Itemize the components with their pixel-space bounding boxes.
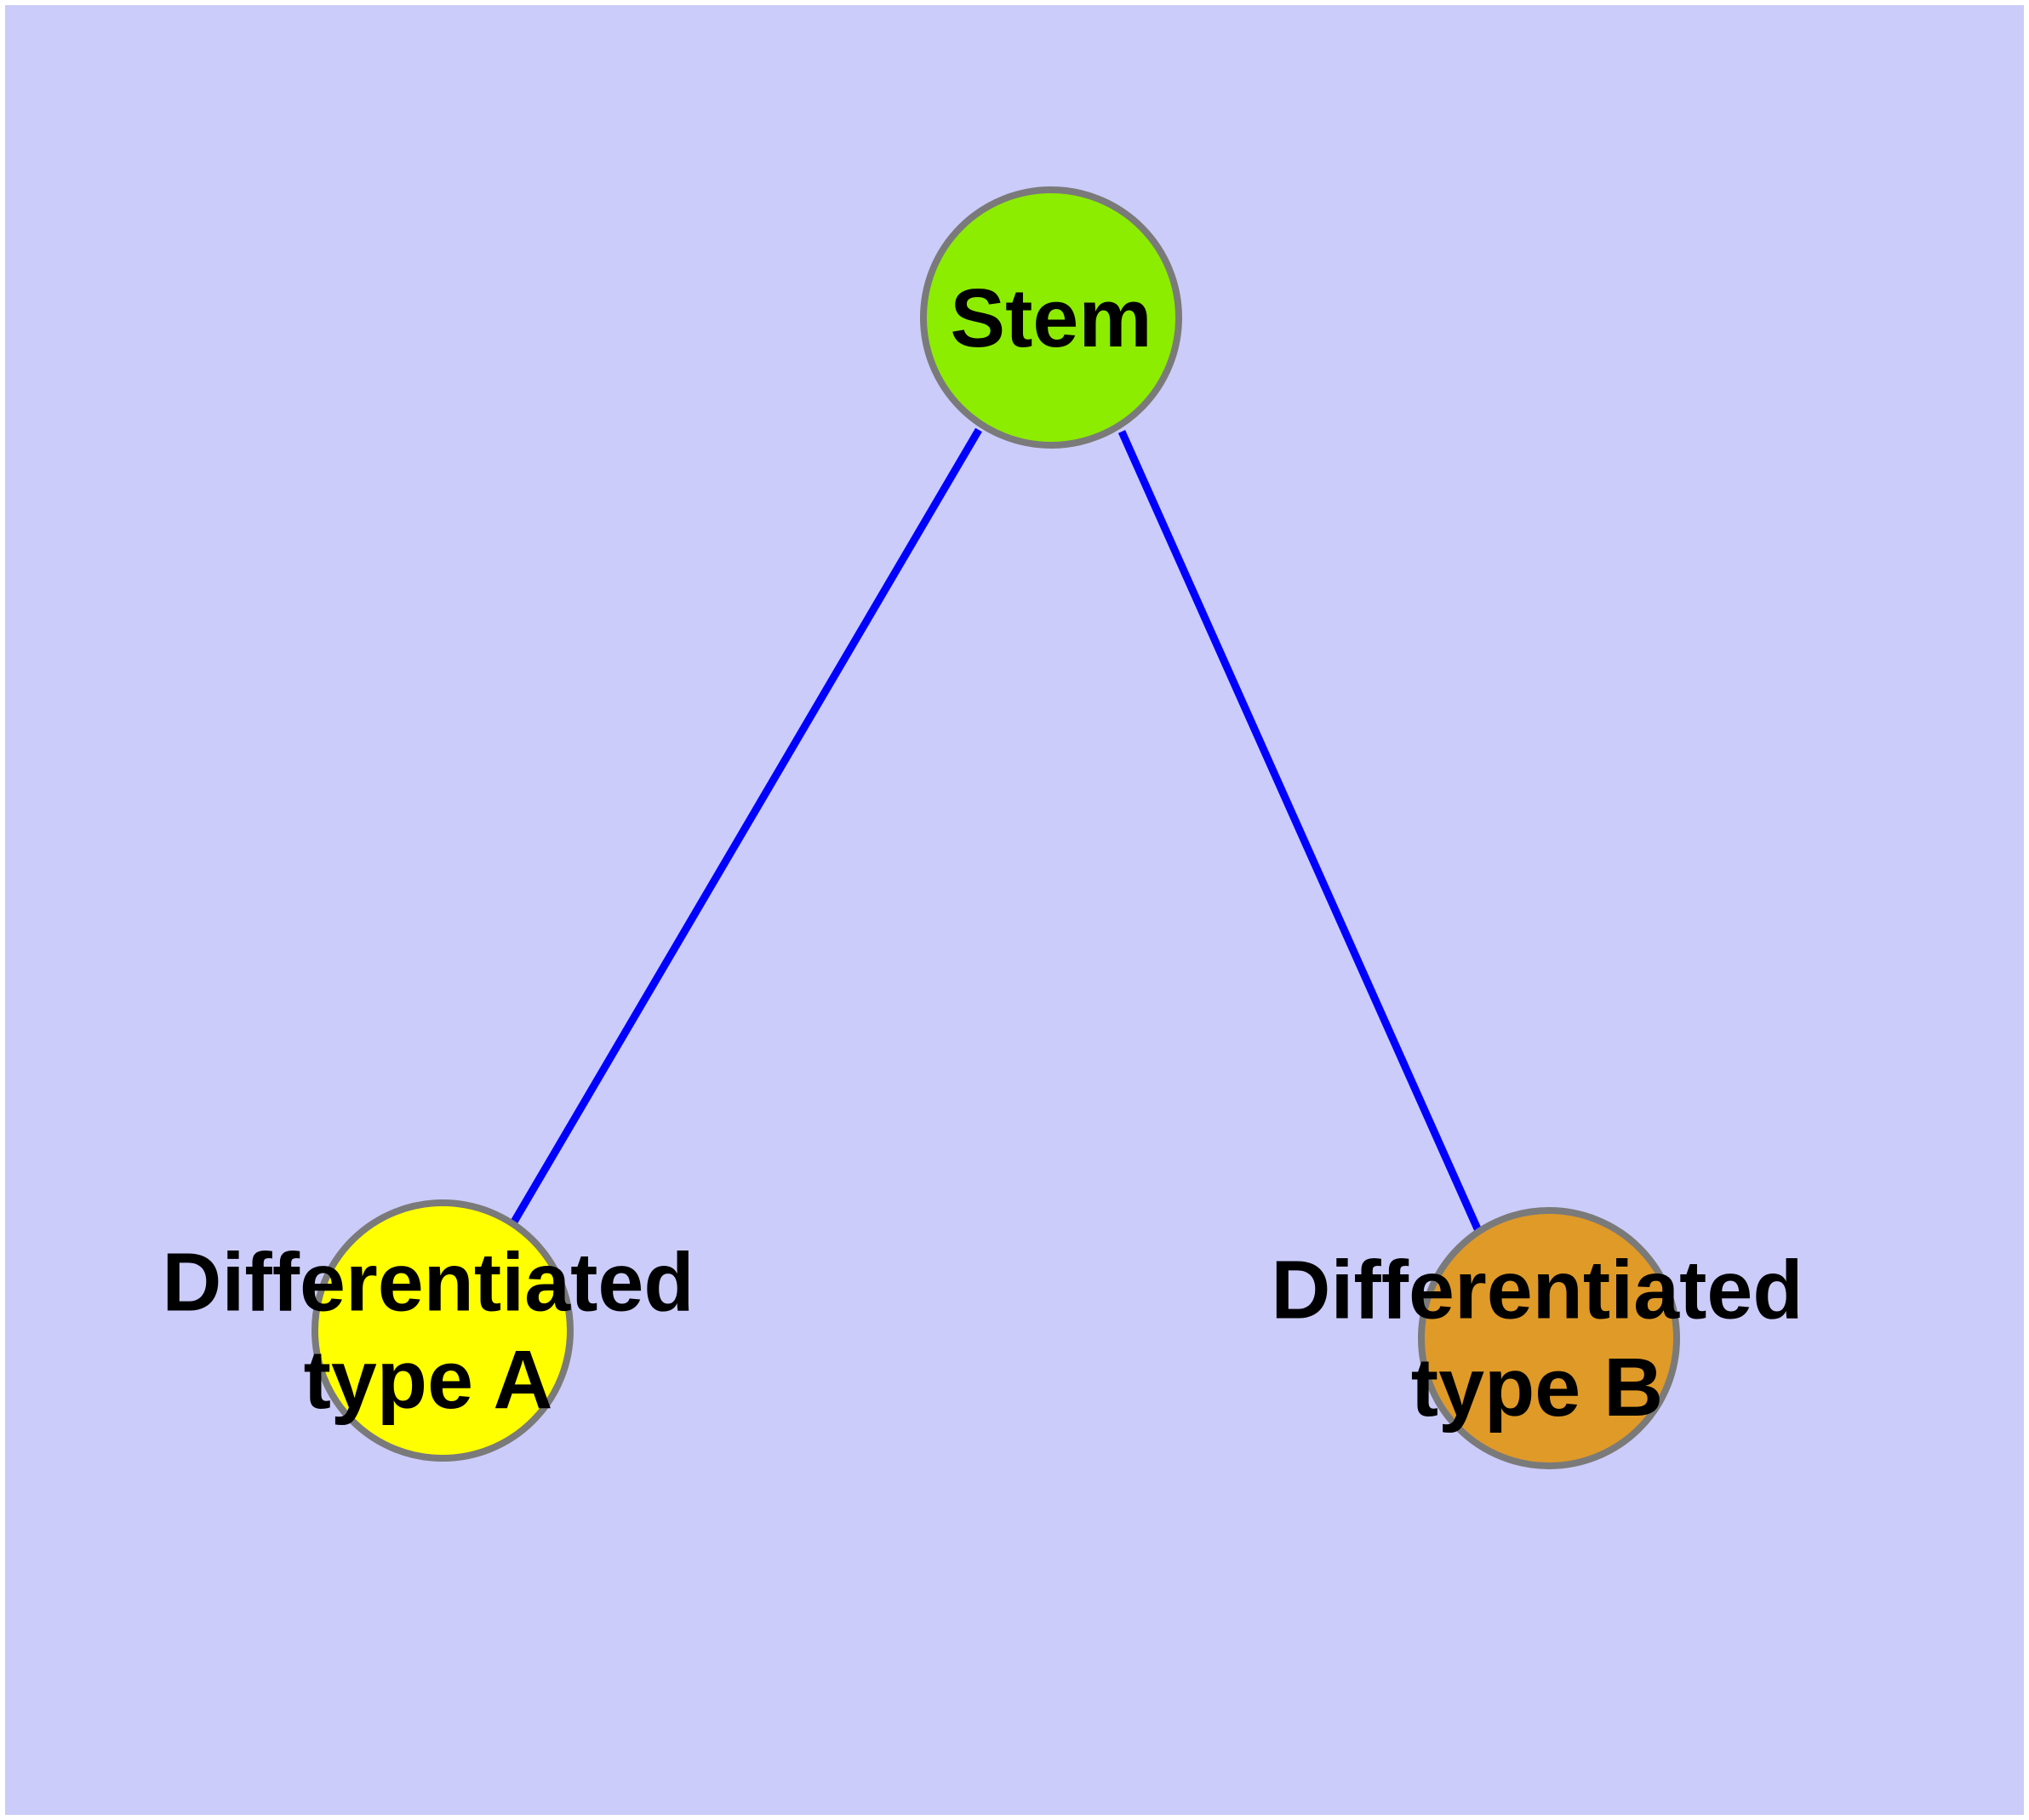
node-label-line: Differentiated (1271, 1244, 1803, 1336)
node-label-line: Stem (950, 272, 1152, 364)
node-label-line: type A (304, 1333, 553, 1426)
node-label-line: type B (1411, 1341, 1663, 1434)
node-stem[interactable]: Stem (920, 186, 1182, 449)
node-label-line: Differentiated (162, 1236, 694, 1329)
node-differentiated-type-b-circle[interactable] (1418, 1207, 1680, 1469)
edge-stem-to-differentiated-type-a[interactable] (510, 427, 982, 1226)
node-differentiated-type-a-circle[interactable] (311, 1199, 574, 1462)
node-stem-label: Stem (950, 272, 1152, 364)
edge-stem-to-differentiated-type-b[interactable] (1117, 430, 1483, 1234)
node-stem-circle[interactable] (920, 186, 1182, 449)
edges-layer (510, 427, 1483, 1234)
